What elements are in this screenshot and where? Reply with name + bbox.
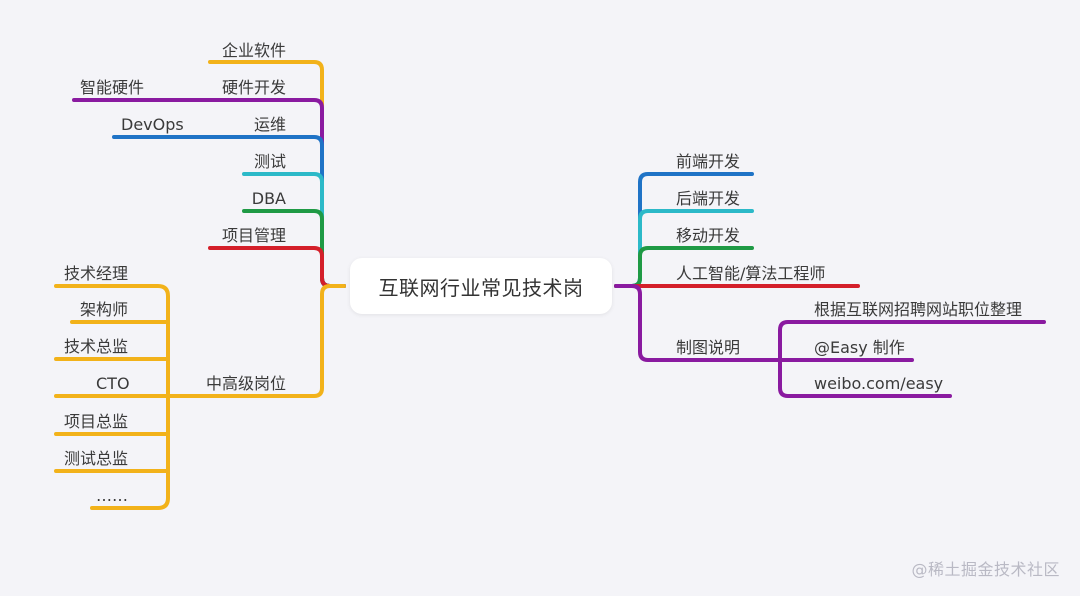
node-diagram-notes[interactable]: 制图说明 [676,338,741,357]
node-testing[interactable]: 测试 [253,152,286,171]
node-dba[interactable]: DBA [251,189,286,208]
node-tech-director[interactable]: 技术总监 [64,337,129,356]
node-project-director[interactable]: 项目总监 [64,412,129,431]
node-note-link[interactable]: weibo.com/easy [814,374,944,393]
node-note-author[interactable]: @Easy 制作 [814,338,905,357]
node-project-management[interactable]: 项目管理 [221,226,286,245]
node-ops[interactable]: 运维 [253,115,286,134]
root-label: 互联网行业常见技术岗 [378,275,584,300]
node-senior-positions[interactable]: 中高级岗位 [205,374,286,393]
node-hardware-dev[interactable]: 硬件开发 [221,78,286,97]
node-enterprise-software[interactable]: 企业软件 [221,41,286,60]
link-senior [166,284,346,398]
node-mobile[interactable]: 移动开发 [676,226,741,245]
link-notes-children [778,320,1046,398]
node-frontend[interactable]: 前端开发 [676,152,741,171]
node-tech-manager[interactable]: 技术经理 [64,264,129,283]
node-ellipsis: …… [96,486,128,505]
node-cto[interactable]: CTO [96,374,130,393]
link-notes [614,284,782,362]
node-note-source[interactable]: 根据互联网招聘网站职位整理 [814,300,1023,319]
node-smart-hardware[interactable]: 智能硬件 [80,78,145,97]
node-test-director[interactable]: 测试总监 [64,449,129,468]
node-architect[interactable]: 架构师 [80,300,129,319]
node-backend[interactable]: 后端开发 [676,189,741,208]
node-ai-engineer[interactable]: 人工智能/算法工程师 [676,264,826,283]
watermark: @稀土掘金技术社区 [911,560,1060,579]
root-node[interactable]: 互联网行业常见技术岗 [350,258,612,314]
node-devops[interactable]: DevOps [121,115,184,134]
link-senior-spine [54,284,170,510]
